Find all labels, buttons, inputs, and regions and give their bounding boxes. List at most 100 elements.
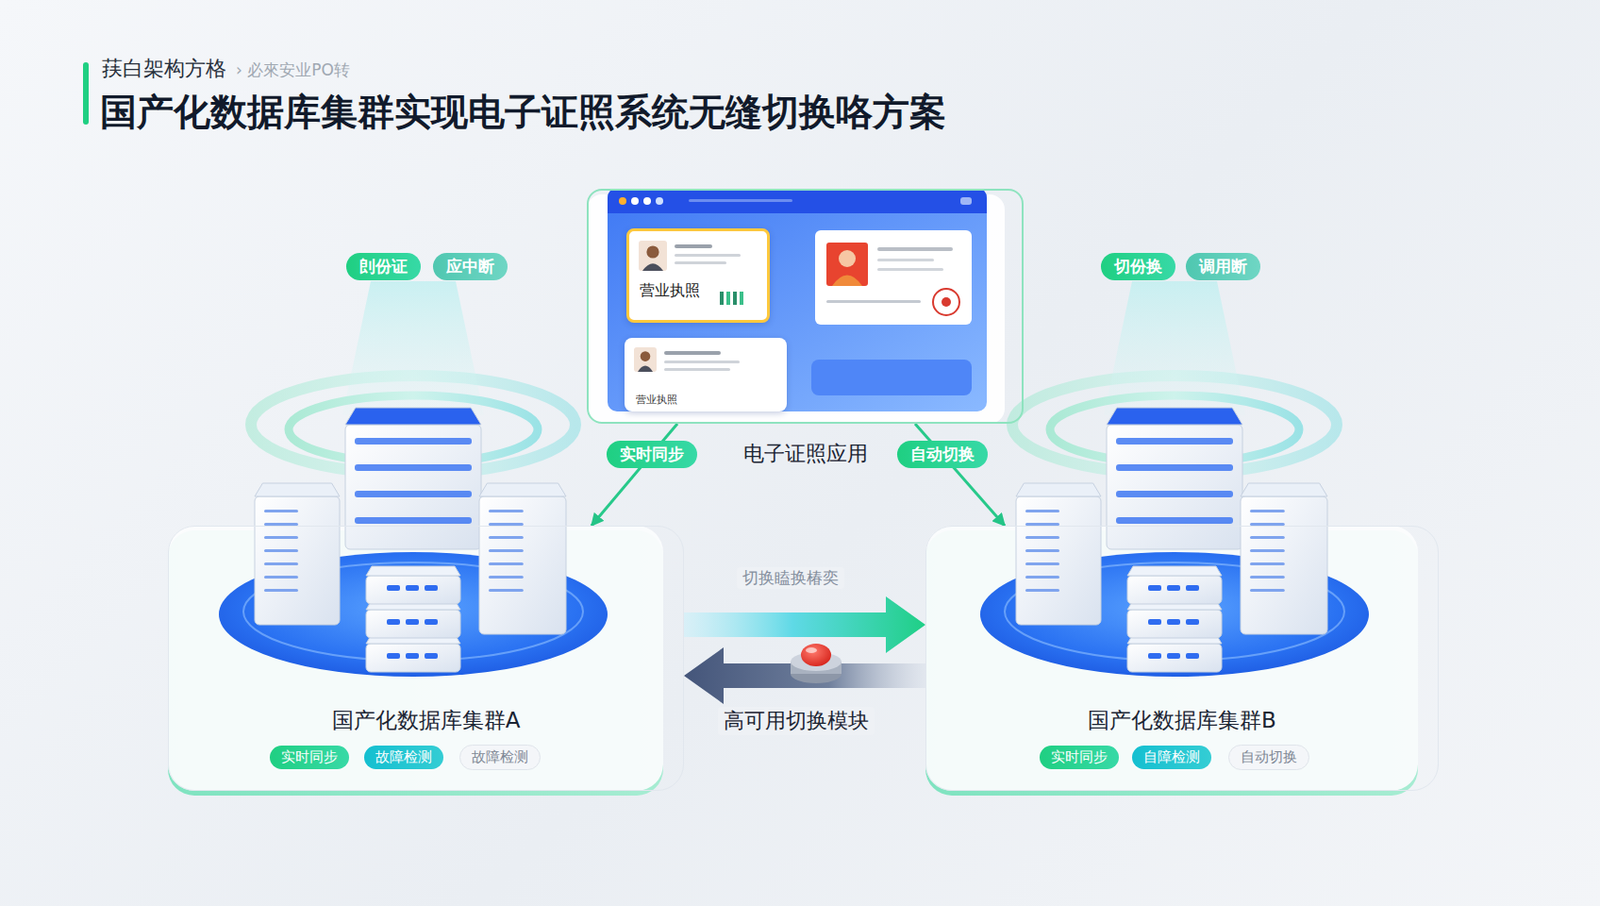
server-front <box>1106 424 1243 550</box>
window-dot <box>655 197 664 205</box>
barcode-bar <box>719 291 724 305</box>
switch-arrow <box>683 596 926 653</box>
license-card: 营业执照 <box>624 337 787 412</box>
avatar-body <box>642 263 664 271</box>
server-unit <box>366 600 461 638</box>
indicator-light <box>405 618 419 625</box>
server-unit <box>1240 483 1328 634</box>
server-top <box>1127 566 1222 576</box>
server-vent <box>1025 575 1060 579</box>
status-pill: 剆份证 <box>346 252 421 281</box>
server-vent <box>488 549 524 552</box>
server-band <box>354 516 472 524</box>
server-vent <box>1250 588 1285 592</box>
edge-label: 高可用切换模块 <box>717 706 875 735</box>
cluster-panel <box>167 525 664 791</box>
window-dot <box>643 197 651 205</box>
node-text: 自障检测 <box>1143 748 1200 766</box>
server-unit <box>366 566 461 604</box>
indicator-light <box>1185 618 1200 625</box>
indicator-light <box>405 652 419 659</box>
server-top <box>366 566 461 576</box>
license-card: 营业执照 <box>626 228 770 323</box>
server-front <box>1240 496 1328 634</box>
node-text: 故障检测 <box>471 748 529 766</box>
server-vent <box>488 509 524 513</box>
server-vent <box>488 535 524 539</box>
database-cluster: 国产化数据库集群A 实时同步 故障检测 故障检测 <box>167 525 684 791</box>
server-vent <box>264 562 299 566</box>
indicator-light <box>424 618 438 625</box>
indicator-light <box>1185 652 1200 659</box>
edge-label-text: 高可用切换模块 <box>723 708 869 733</box>
node-text: 国产化数据库集群A <box>168 705 684 735</box>
feature-tag: 自障检测 <box>1132 745 1212 769</box>
avatar <box>638 240 667 271</box>
window-dot <box>618 197 627 205</box>
indicator-light <box>1148 652 1162 659</box>
server-vent <box>488 575 524 579</box>
edge-label-text: 实时同步 <box>619 444 684 464</box>
server-top <box>479 483 567 497</box>
indicator-light <box>386 618 400 625</box>
server-top <box>254 483 340 497</box>
server-top <box>345 407 482 425</box>
server-band <box>1116 516 1234 524</box>
server-unit <box>254 483 340 625</box>
server-band <box>1116 464 1234 471</box>
server-vent <box>1250 509 1285 513</box>
server-vent <box>264 575 299 579</box>
node-text: 营业执照 <box>635 392 787 407</box>
red-switch-button <box>790 643 842 684</box>
feature-tag: 实时同步 <box>269 745 350 769</box>
server-vent <box>488 588 524 592</box>
edge-label: 自动切换 <box>897 440 988 468</box>
server-band <box>354 464 472 471</box>
server-vent <box>264 509 299 513</box>
indicator-light <box>1166 652 1181 659</box>
indicator-light <box>1148 584 1162 591</box>
indicator-light <box>386 652 400 659</box>
node-text: 国产化数据库集群B <box>926 705 1438 735</box>
toolbar-icon <box>960 197 972 205</box>
id-card <box>815 230 972 325</box>
server-vent <box>264 549 299 552</box>
server-vent <box>1025 562 1060 566</box>
breadcrumb-text: 荴白架构方格 <box>101 54 227 84</box>
breadcrumb-text: › 必來安业PO转 <box>235 59 350 82</box>
server-unit <box>1106 407 1243 550</box>
indicator-light <box>405 584 419 591</box>
screen-button <box>811 359 972 396</box>
server-front <box>1127 609 1222 638</box>
edge-label: 实时同步 <box>606 440 698 468</box>
application-panel: 电子证照应用营业执照营业执照 <box>586 188 1024 424</box>
node-text: 营业执照 <box>639 281 767 301</box>
feature-tag: 故障检测 <box>459 744 541 770</box>
server-top <box>1016 483 1101 497</box>
text-line <box>674 261 727 265</box>
breadcrumb: 荴白架构方格 › 必來安业PO转 <box>101 54 350 84</box>
server-unit <box>1127 633 1222 672</box>
node-text: 剆份证 <box>359 256 408 276</box>
server-front <box>366 609 461 638</box>
screen-top-bar <box>607 188 987 214</box>
server-unit <box>345 407 482 550</box>
status-pill: 调用断 <box>1185 252 1261 281</box>
sync-arrow <box>591 423 678 526</box>
avatar-head <box>640 350 651 362</box>
node-text: 故障检测 <box>375 748 433 766</box>
avatar-body <box>637 366 653 372</box>
indicator-light <box>1166 618 1181 625</box>
server-band <box>1116 437 1234 445</box>
node-text: 应中断 <box>446 256 495 276</box>
node-text: 实时同步 <box>281 748 338 766</box>
feature-tag: 自动切换 <box>1228 744 1310 770</box>
server-vent <box>1250 535 1285 539</box>
server-vent <box>1025 549 1060 552</box>
text-line <box>664 350 721 355</box>
server-front <box>366 643 461 672</box>
server-unit <box>1016 483 1101 625</box>
node-text: 切份换 <box>1114 256 1163 276</box>
server-unit <box>366 633 461 672</box>
server-front <box>1127 575 1222 604</box>
